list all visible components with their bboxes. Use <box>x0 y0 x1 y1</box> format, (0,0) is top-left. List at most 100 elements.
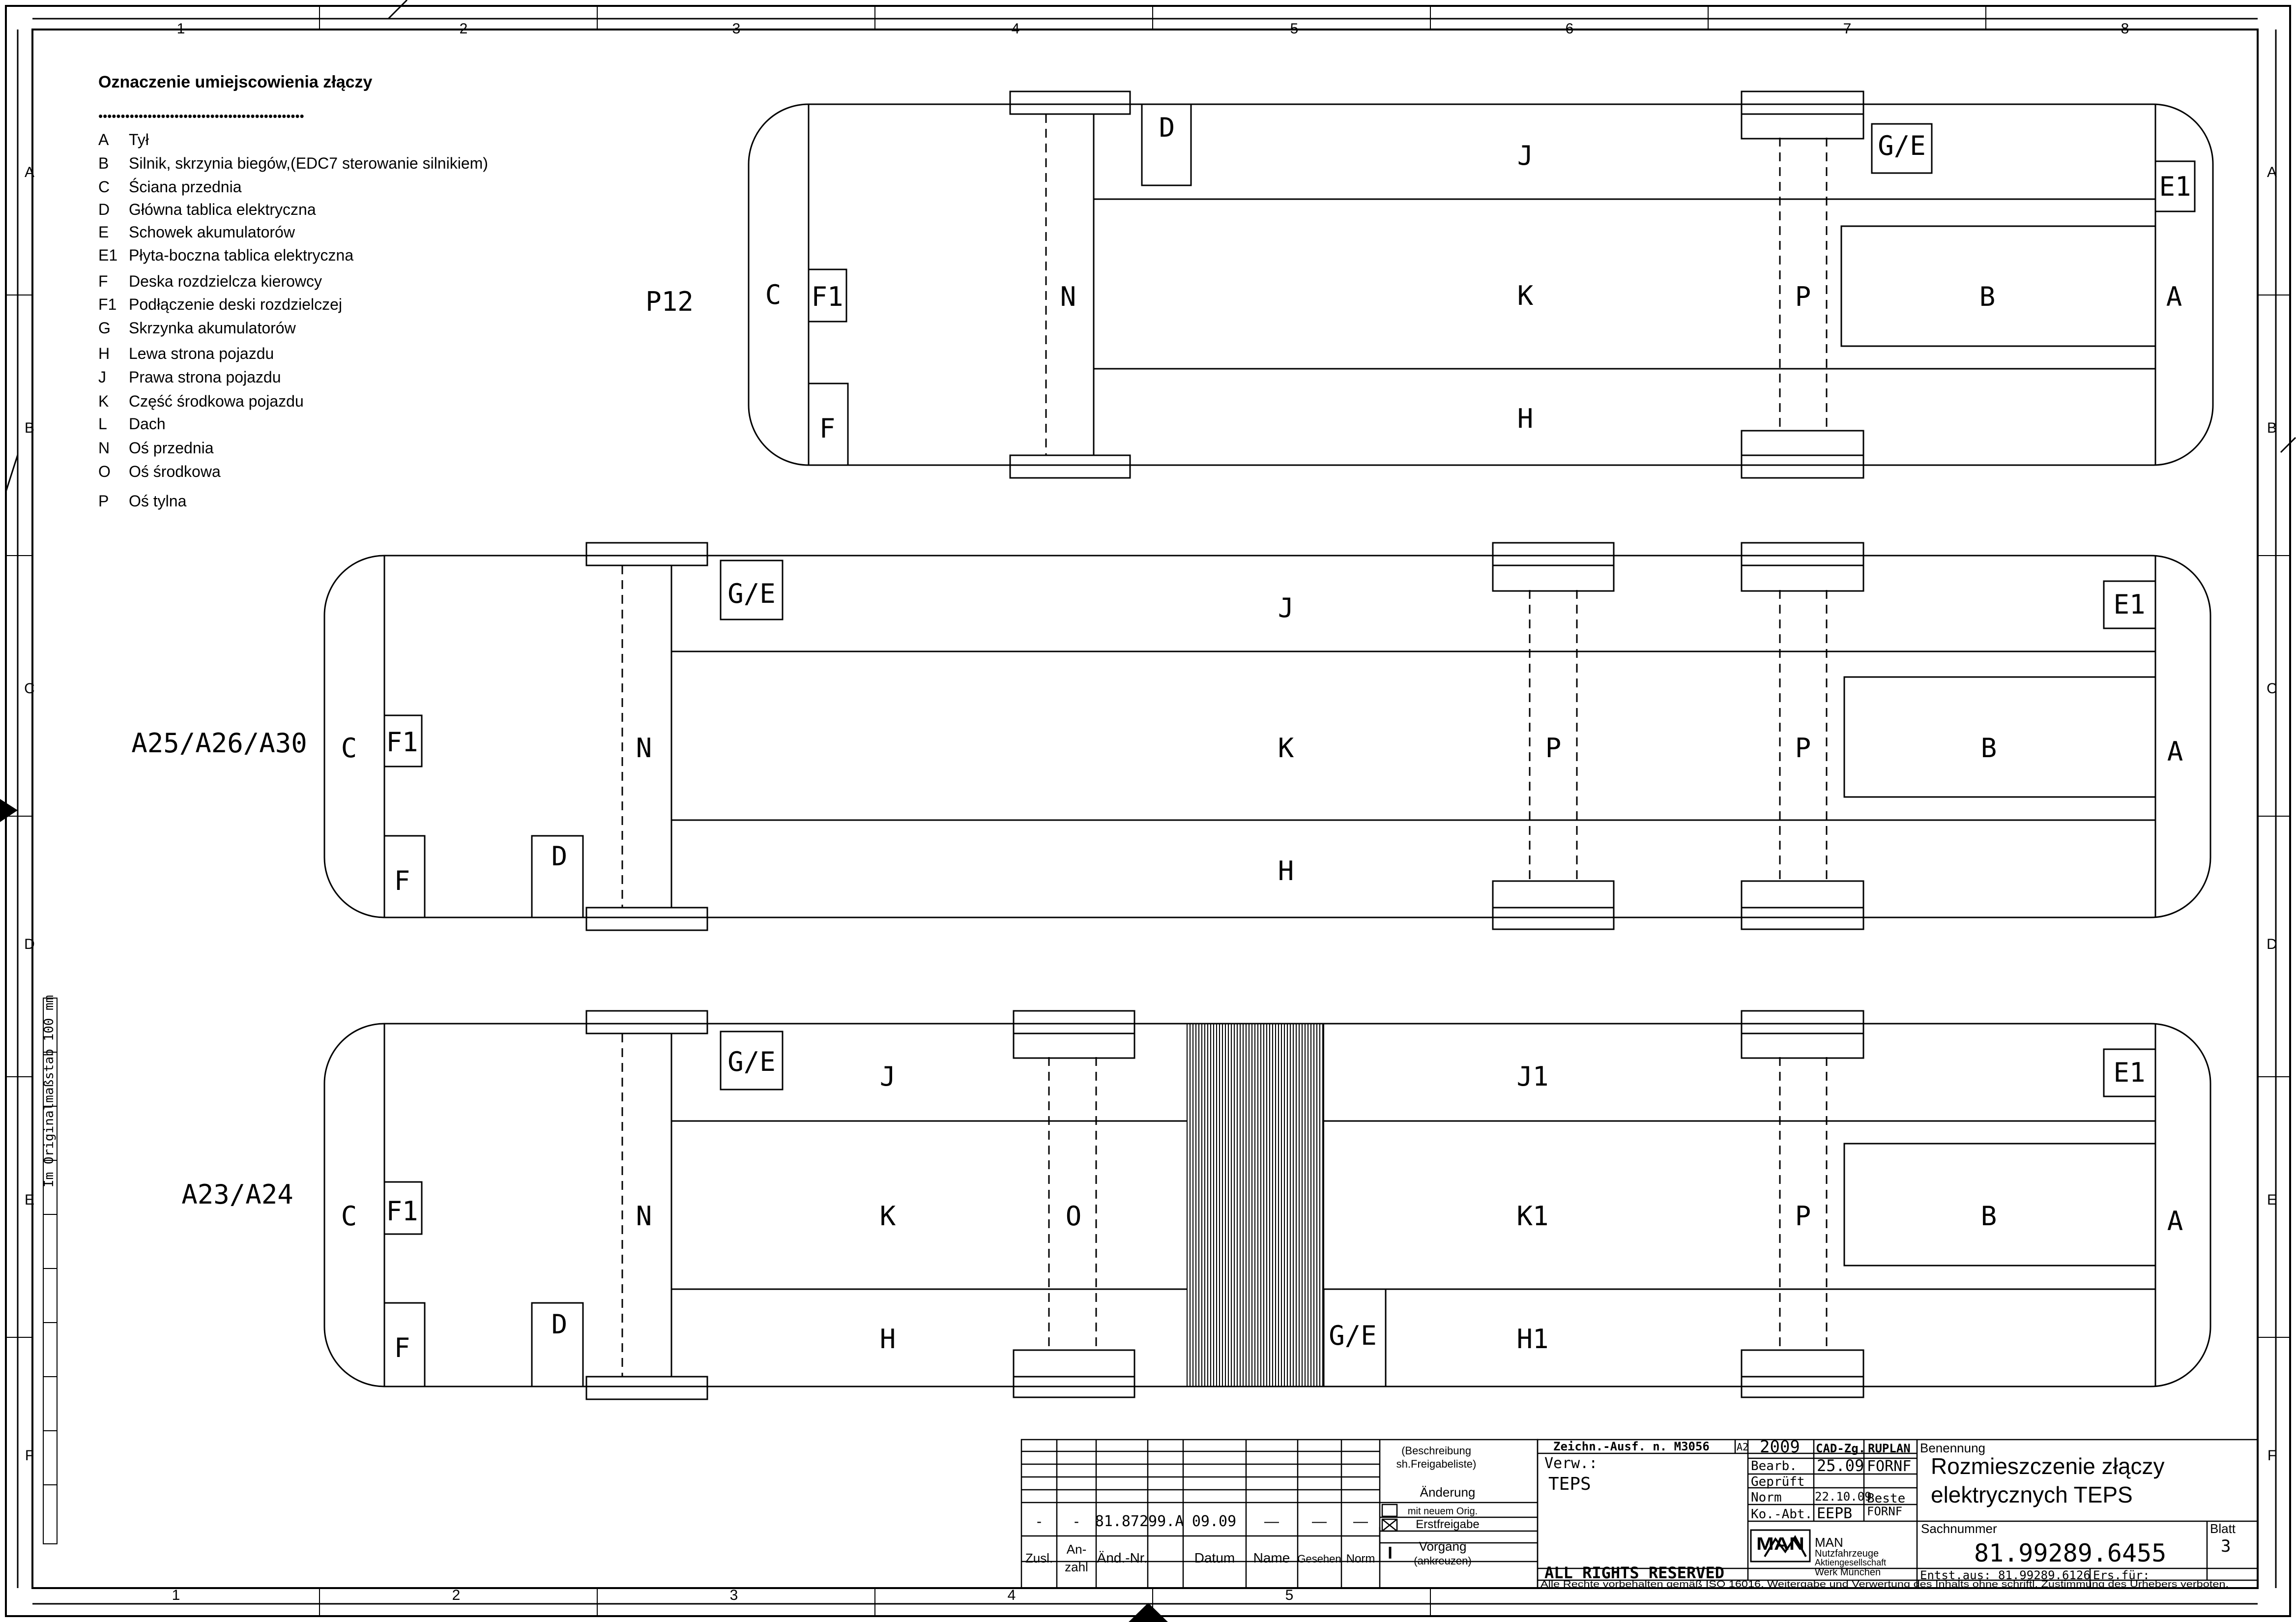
legend-heading: Oznaczenie umiejscowienia złączy <box>98 73 373 91</box>
vorgang-hint: (ankreuzen) <box>1414 1555 1471 1567</box>
center-marks <box>0 799 1168 1622</box>
legend-code: K <box>98 392 109 410</box>
revision-table-text: - - 81.87299.A 09.09 — — — Zusl. An- zah… <box>1025 1445 1480 1574</box>
zone-label-B: B <box>1981 1201 1997 1232</box>
zone-label-F: F <box>394 865 410 896</box>
zone-label-C: C <box>341 1201 357 1232</box>
bearb-date: 25.09 <box>1817 1456 1864 1475</box>
legend-code: F <box>98 272 108 290</box>
zone-label-E1: E1 <box>2113 589 2145 620</box>
axle-label-P: P <box>1795 733 1811 764</box>
axle-label-O: O <box>1066 1201 1082 1232</box>
col-label: 6 <box>1566 21 1574 37</box>
rev-name: — <box>1264 1513 1279 1530</box>
zone-label-H: H <box>1517 403 1534 434</box>
axle-label-N: N <box>636 733 652 764</box>
zeichn-ausf: Zeichn.-Ausf. n. M3056 <box>1553 1440 1710 1453</box>
legend-text: Część środkowa pojazdu <box>129 392 304 410</box>
man-logo: MAN <box>1756 1534 1804 1554</box>
blatt-label: Blatt <box>2210 1521 2236 1536</box>
legend-code: L <box>98 415 107 433</box>
drawing-title-line-2: elektrycznych TEPS <box>1931 1482 2133 1507</box>
zone-label-A: A <box>2167 736 2183 767</box>
zone-label-F: F <box>394 1332 410 1363</box>
hdr-aend-nr: Änd.-Nr. <box>1097 1550 1148 1565</box>
beschreibung-2: sh.Freigabeliste) <box>1396 1458 1477 1470</box>
legend-code: P <box>98 492 109 510</box>
zone-label-J: J <box>1517 140 1534 171</box>
zone-label-J: J <box>1278 592 1294 623</box>
company-line-1: MAN <box>1815 1535 1843 1550</box>
row-label: B <box>2267 420 2277 436</box>
zone-label-H1: H1 <box>1516 1324 1548 1355</box>
zone-label-F1: F1 <box>811 281 843 312</box>
legend-text: Oś środkowa <box>129 463 221 480</box>
zone-label-F: F <box>819 413 836 444</box>
rights-reserved: ALL RIGHTS RESERVED <box>1544 1563 1724 1582</box>
row-label: F <box>25 1447 34 1464</box>
zone-label-K: K <box>880 1201 896 1232</box>
col-label: 8 <box>2121 21 2129 37</box>
company-line-2: Nutzfahrzeuge <box>1815 1548 1879 1559</box>
legend-code: B <box>98 154 109 172</box>
bus-p12-labels: P12 C F1 F D N J K H G/E P B E1 A <box>645 112 2191 444</box>
axle-label-P: P <box>1545 733 1562 764</box>
zone-label-D: D <box>552 841 568 872</box>
zone-label-B: B <box>1981 733 1997 764</box>
legend-code: E1 <box>98 246 117 264</box>
bus-a25 <box>323 542 2211 931</box>
hdr-gesehen: Gesehen <box>1297 1553 1341 1565</box>
row-label: C <box>24 680 35 697</box>
hdr-datum: Datum <box>1194 1550 1235 1565</box>
zone-label-E1: E1 <box>2159 171 2191 202</box>
ers-fuer: Ers.für: <box>2093 1568 2150 1582</box>
mit-neuem-label: mit neuem Orig. <box>1408 1506 1478 1517</box>
entst-aus: Entst.aus: 81.99289.6126 <box>1920 1568 2091 1582</box>
zone-label-K: K <box>1278 733 1294 764</box>
drawing-title-line-1: Rozmieszczenie złączy <box>1931 1453 2164 1479</box>
zone-label-H: H <box>880 1324 896 1355</box>
zone-label-A: A <box>2167 1206 2183 1237</box>
legend-code: E <box>98 223 109 241</box>
norm-name: Beste <box>1867 1491 1905 1506</box>
vorgang-label: Vorgang <box>1419 1539 1467 1554</box>
bus-a25-labels: A25/A26/A30 C F1 F D N G/E J K H P P B E… <box>131 578 2183 896</box>
legend-code: F1 <box>98 295 116 313</box>
zone-label-F1: F1 <box>386 1196 418 1227</box>
company-line-3: Aktiengesellschaft <box>1815 1558 1886 1567</box>
legend-text: Oś przednia <box>129 439 214 457</box>
row-label: E <box>2267 1192 2277 1208</box>
rev-aend-nr: 81.87299.A <box>1095 1513 1184 1530</box>
sachnummer: 81.99289.6455 <box>1974 1539 2166 1567</box>
legend-text: Lewa strona pojazdu <box>129 345 274 362</box>
row-label: A <box>2267 164 2277 180</box>
grid-labels: 1 2 3 4 5 6 7 8 1 2 3 4 5 A B C D E F A … <box>24 21 2277 1603</box>
axle-label-N: N <box>636 1201 652 1232</box>
scale-note: Im Originalmaßstab 100 mm <box>42 995 57 1187</box>
cad-label: CAD-Zg. <box>1816 1442 1865 1455</box>
axle-label-N: N <box>1060 281 1076 312</box>
col-label: 1 <box>172 1587 180 1603</box>
col-label: 5 <box>1290 21 1299 37</box>
col-label: 2 <box>460 21 468 37</box>
zone-label-J1: J1 <box>1516 1061 1548 1092</box>
legend-code: N <box>98 439 110 457</box>
legend-text: Tył <box>129 131 149 148</box>
legend-code: J <box>98 368 106 386</box>
zone-label-C: C <box>765 279 782 310</box>
col-label: 1 <box>177 21 185 37</box>
koabt-value: EEPB <box>1817 1505 1852 1522</box>
hdr-norm: Norm <box>1346 1552 1375 1565</box>
legend-code: G <box>98 319 111 337</box>
hdr-anzahl-2: zahl <box>1065 1560 1088 1574</box>
row-label: F <box>2267 1447 2276 1464</box>
legend-text: Główna tablica elektryczna <box>129 201 316 218</box>
zone-label-H: H <box>1278 855 1294 886</box>
legend-text: Skrzynka akumulatorów <box>129 319 296 337</box>
col-label: 3 <box>730 1587 738 1603</box>
col-label: 5 <box>1285 1587 1294 1603</box>
hdr-name: Name <box>1253 1550 1290 1565</box>
legend-text: Dach <box>129 415 166 433</box>
zone-label-A: A <box>2166 281 2182 312</box>
